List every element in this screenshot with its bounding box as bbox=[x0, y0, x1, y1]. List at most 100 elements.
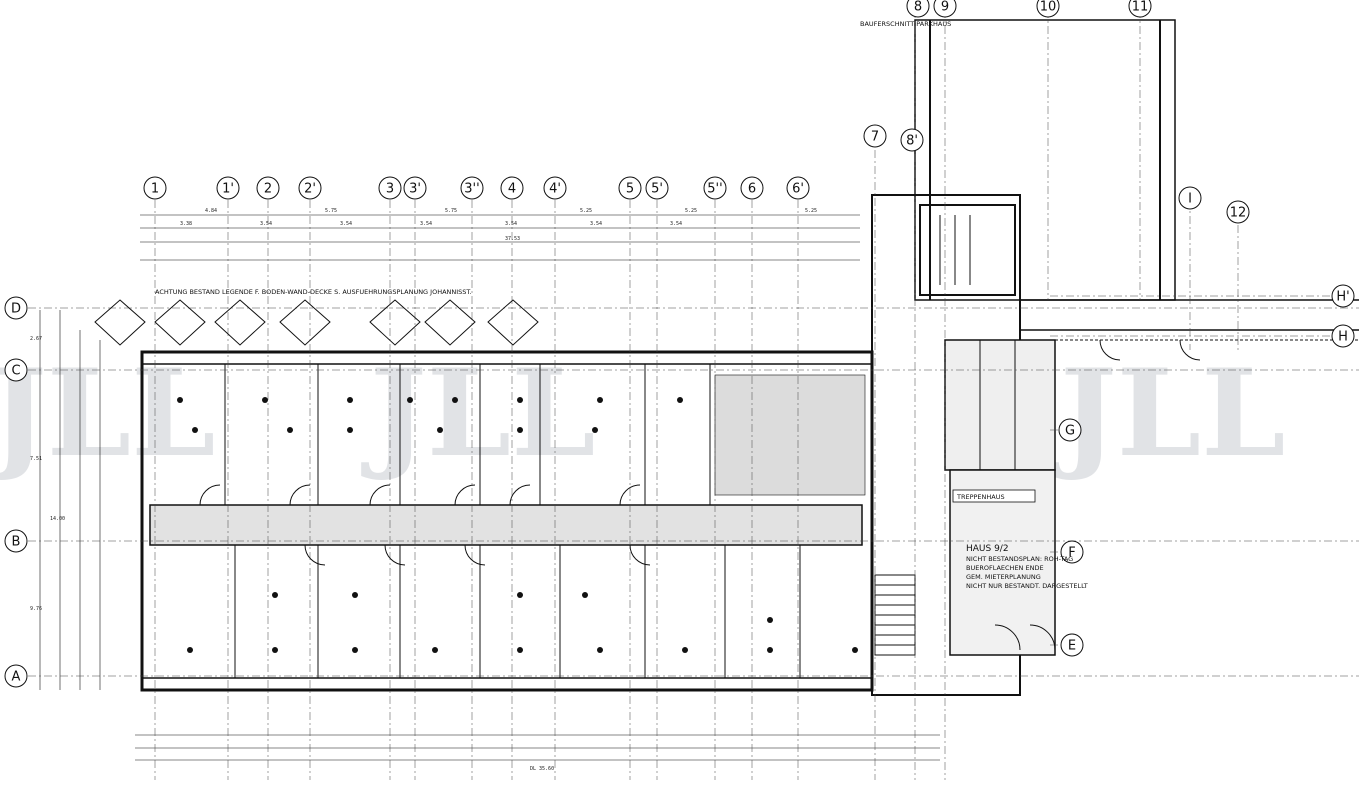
grid-axis-label: H' bbox=[1336, 290, 1349, 305]
grid-axis-bubble bbox=[740, 176, 764, 200]
grid-axis-label: D bbox=[11, 302, 21, 317]
dim-top-2: 5.75 bbox=[325, 208, 337, 214]
note-treppenhaus: TREPPENHAUS bbox=[956, 493, 1005, 501]
dim-second-3: 3.54 bbox=[340, 221, 352, 227]
grid-axis-bubble bbox=[786, 176, 810, 200]
dim-left-2: 7.51 bbox=[30, 456, 42, 462]
grid-axis-bubble bbox=[4, 358, 28, 382]
grid-axis-bubble bbox=[863, 124, 887, 148]
grid-axis-bubble bbox=[143, 176, 167, 200]
grid-axis-bubble bbox=[378, 176, 402, 200]
grid-axis-bubble bbox=[4, 529, 28, 553]
note-haus-line-4: NICHT NUR BESTANDT. DARGESTELLT bbox=[966, 582, 1088, 590]
grid-axis-label: 8 bbox=[914, 0, 922, 15]
watermark-right: JLL bbox=[1051, 343, 1286, 484]
grid-axis-bubble bbox=[500, 176, 524, 200]
grid-axis-bubble bbox=[1226, 200, 1250, 224]
grid-axis-bubble bbox=[543, 176, 567, 200]
room-legend-symbols bbox=[94, 299, 539, 346]
grid-axis-label: B bbox=[12, 535, 21, 550]
grid-axis-bubble bbox=[4, 664, 28, 688]
grid-axis-bubble bbox=[256, 176, 280, 200]
grid-axis-bubble bbox=[618, 176, 642, 200]
grid-axis-label: 7 bbox=[871, 130, 879, 145]
corridor bbox=[149, 504, 863, 546]
grid-axis-label: 2' bbox=[304, 182, 316, 197]
grid-axis-label: 5' bbox=[651, 182, 663, 197]
grid-axis-bubble bbox=[1178, 186, 1202, 210]
dim-second-5: 3.54 bbox=[505, 221, 517, 227]
grid-axis-label: 6' bbox=[792, 182, 804, 197]
grid-axis-bubble bbox=[216, 176, 240, 200]
grid-axis-label: 2 bbox=[264, 182, 272, 197]
grid-axis-label: 4' bbox=[549, 182, 561, 197]
grid-axis-label: 8' bbox=[906, 134, 918, 149]
grid-axis-label: I bbox=[1188, 192, 1192, 207]
grid-axis-bubble bbox=[1331, 284, 1355, 308]
dim-bottom-total: DL 35.60 bbox=[530, 766, 554, 772]
dim-left-4: 9.76 bbox=[30, 606, 42, 612]
dim-second-7: 3.54 bbox=[670, 221, 682, 227]
watermark-left: JLL bbox=[0, 343, 216, 484]
grid-axis-bubble bbox=[900, 128, 924, 152]
grid-axis-label: 3' bbox=[409, 182, 421, 197]
grid-axis-bubble bbox=[933, 0, 957, 18]
dim-second-2: 3.54 bbox=[260, 221, 272, 227]
grid-axis-bubble bbox=[1060, 633, 1084, 657]
upper-grid-axes: 7 8' 8 9 10 11I 12 bbox=[863, 0, 1250, 224]
grid-axis-bubble bbox=[460, 176, 484, 200]
grid-axis-bubble bbox=[906, 0, 930, 18]
grid-axis-bubble bbox=[1058, 418, 1082, 442]
grid-axis-label: A bbox=[12, 670, 21, 685]
grid-axis-bubble bbox=[645, 176, 669, 200]
left-grid-axes: D C B A bbox=[4, 296, 28, 688]
dim-second-6: 3.54 bbox=[590, 221, 602, 227]
note-parkhaus: BAUFERSCHNITT PARKHAUS bbox=[860, 20, 951, 28]
dim-top-6: 5.25 bbox=[805, 208, 817, 214]
dim-top-3: 5.75 bbox=[445, 208, 457, 214]
grid-axis-label: 11 bbox=[1132, 0, 1149, 15]
grid-axis-label: H bbox=[1338, 330, 1348, 345]
grid-axis-label: 10 bbox=[1040, 0, 1057, 15]
grid-axis-label: 5 bbox=[626, 182, 634, 197]
grid-axis-label: 1 bbox=[151, 182, 159, 197]
note-haus-line-1: NICHT BESTANDSPLAN: ROH-TAG bbox=[966, 555, 1073, 563]
grid-axis-bubble bbox=[298, 176, 322, 200]
grid-axis-bubble bbox=[4, 296, 28, 320]
note-bestand: ACHTUNG BESTAND LEGENDE F. BODEN-WAND-DE… bbox=[155, 288, 472, 296]
dim-top-1: 4.84 bbox=[205, 208, 217, 214]
dim-top-5: 5.25 bbox=[685, 208, 697, 214]
note-haus-line-2: BUEROFLAECHEN ENDE bbox=[966, 564, 1044, 572]
top-grid-axes: 1 1' 2 2' 3 3' 3'' 4 4' 5 5' 5'' 6 6' bbox=[143, 176, 810, 200]
grid-axis-label: 5'' bbox=[707, 182, 722, 197]
note-haus: HAUS 9/2 bbox=[966, 544, 1009, 554]
parking-structure bbox=[914, 19, 1176, 301]
grid-axis-label: 4 bbox=[508, 182, 516, 197]
grid-axis-bubble bbox=[1128, 0, 1152, 18]
grid-axis-label: 6 bbox=[748, 182, 756, 197]
grid-axis-label: F bbox=[1068, 546, 1075, 561]
grid-axis-label: 12 bbox=[1230, 206, 1247, 221]
dim-total: 37.53 bbox=[505, 236, 520, 242]
grid-axis-bubble bbox=[1060, 540, 1084, 564]
dim-left-3: 14.00 bbox=[50, 516, 65, 522]
grid-axis-label: 9 bbox=[941, 0, 949, 15]
grid-axis-bubble bbox=[1331, 324, 1355, 348]
note-haus-line-3: GEM. MIETERPLANUNG bbox=[966, 573, 1041, 581]
dim-top-4: 5.25 bbox=[580, 208, 592, 214]
grid-axis-label: 3 bbox=[386, 182, 394, 197]
grid-axis-label: 3'' bbox=[464, 182, 479, 197]
grid-axis-label: G bbox=[1065, 424, 1075, 439]
mechanical-area bbox=[714, 374, 866, 496]
right-grid-axes: H' H G F E bbox=[1058, 284, 1355, 657]
grid-axis-bubble bbox=[403, 176, 427, 200]
grid-axis-bubble bbox=[1036, 0, 1060, 18]
grid-axis-label: C bbox=[11, 364, 20, 379]
dim-second-1: 3.38 bbox=[180, 221, 192, 227]
dim-second-4: 3.54 bbox=[420, 221, 432, 227]
grid-axis-label: 1' bbox=[222, 182, 234, 197]
grid-axis-bubble bbox=[703, 176, 727, 200]
grid-axis-label: E bbox=[1068, 639, 1076, 654]
dim-left-1: 2.67 bbox=[30, 336, 42, 342]
